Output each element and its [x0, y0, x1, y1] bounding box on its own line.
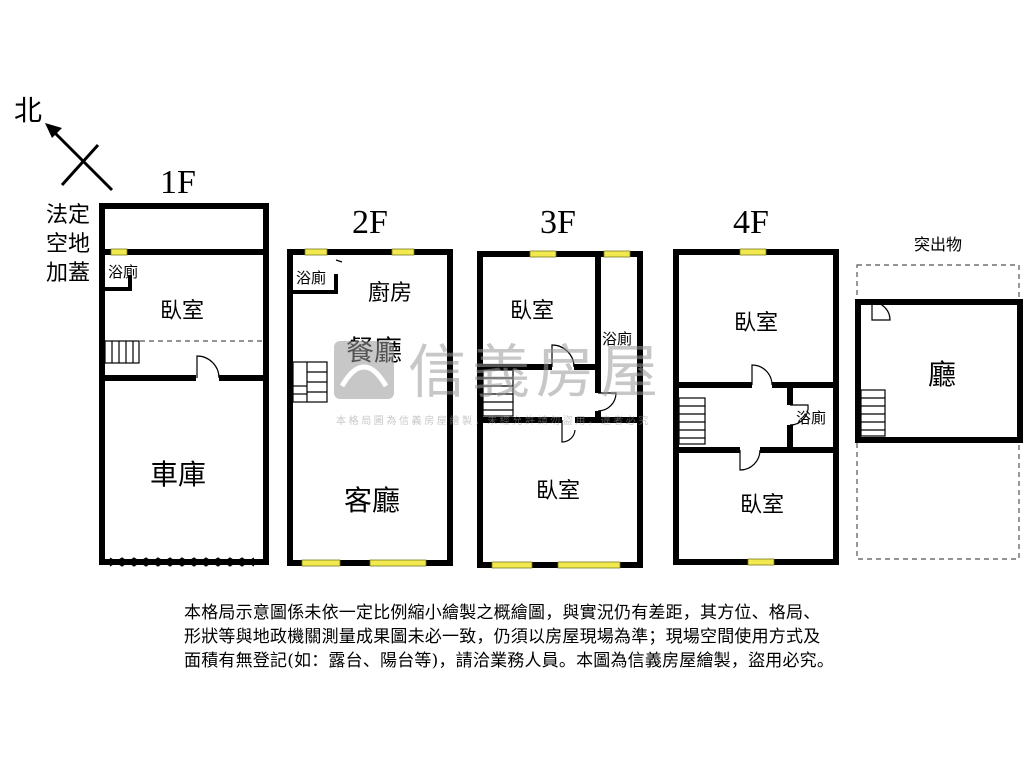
room-4f-bedroom-top: 臥室 [734, 311, 778, 336]
disclaimer-line-1: 本格局示意圖係未依一定比例縮小繪製之概繪圖，與實況仍有差距，其方位、格局、 [184, 603, 821, 623]
stairs-protrusion [860, 389, 886, 437]
stairs-4f [678, 397, 706, 445]
floor-protrusion-title: 突出物 [914, 235, 962, 254]
room-3f-bedroom-bottom: 臥室 [536, 479, 580, 504]
room-4f-bath: 浴廁 [796, 409, 826, 427]
stairs-3f [482, 369, 514, 417]
floor-4f-title: 4F [733, 204, 769, 241]
room-1f-bath: 浴廁 [108, 263, 138, 281]
stairs-1f [104, 340, 140, 364]
disclaimer-line-2: 形狀等與地政機關測量成果圖未必一致，仍須以房屋現場為準；現場空間使用方式及 [184, 627, 821, 647]
room-2f-living: 客廳 [344, 484, 400, 517]
room-1f-bedroom: 臥室 [160, 299, 204, 324]
floor-3f-title: 3F [540, 204, 576, 241]
room-2f-bath: 浴廁 [296, 269, 326, 287]
watermark-brand: 信義房屋 [408, 338, 664, 406]
north-label: 北 [14, 94, 42, 127]
floor-1f-title: 1F [160, 164, 196, 201]
north-compass: 北 [14, 94, 114, 192]
annex-label-line2: 空地 [46, 232, 90, 257]
room-4f-bedroom-bottom: 臥室 [740, 493, 784, 518]
brand-logo-icon [334, 341, 394, 399]
stairs-2f [292, 361, 328, 403]
annex-label-line3: 加蓋 [46, 261, 90, 286]
floor-2f-title: 2F [352, 204, 388, 241]
floor-3f: 3F 臥室 浴廁 臥室 [477, 204, 643, 569]
room-3f-bedroom-top: 臥室 [510, 299, 554, 324]
disclaimer-line-3: 面積有無登記(如：露台、陽台等)，請洽業務人員。本圖為信義房屋繪製，盜用必究。 [184, 651, 835, 671]
watermark-notice: 本格局圖為信義房屋繪製，未經允許請勿盜用，違者必究 [336, 414, 651, 427]
room-3f-bath: 浴廁 [602, 330, 632, 348]
floor-1f: 1F 法定 空地 加蓋 浴廁 臥室 車庫 [46, 164, 269, 567]
brand-watermark: 信義房屋 本格局圖為信義房屋繪製，未經允許請勿盜用，違者必究 [334, 338, 664, 427]
annex-label-line1: 法定 [46, 203, 90, 228]
room-protrusion-hall: 廳 [928, 358, 956, 391]
floor-4f: 4F 臥室 浴廁 臥室 [673, 204, 839, 566]
room-2f-kitchen: 廚房 [368, 281, 412, 306]
room-1f-garage: 車庫 [150, 458, 206, 491]
disclaimer-text: 本格局示意圖係未依一定比例縮小繪製之概繪圖，與實況仍有差距，其方位、格局、 形狀… [184, 601, 944, 673]
floor-protrusion: 突出物 廳 [855, 235, 1023, 560]
